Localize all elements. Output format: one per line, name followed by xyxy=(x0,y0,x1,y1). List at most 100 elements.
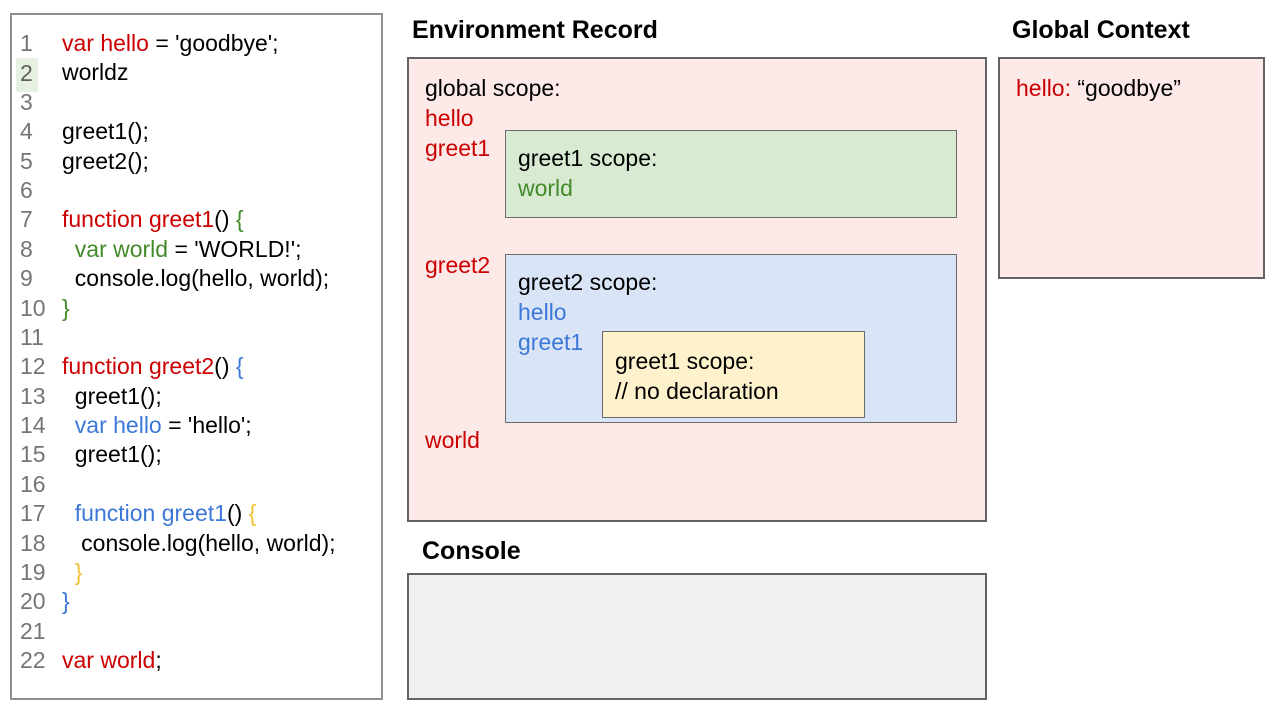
greet1-var-world: world xyxy=(518,175,573,201)
code-token: () xyxy=(226,500,249,527)
greet1-scope-label: greet1 scope: xyxy=(518,145,658,171)
line-number: 17 xyxy=(20,500,46,527)
code-text: greet1(); xyxy=(62,382,162,411)
code-token: { xyxy=(235,206,244,233)
code-token: function greet1 xyxy=(74,500,227,527)
code-line-17: 17 function greet1() { xyxy=(20,499,381,528)
code-line-16: 16 xyxy=(20,470,381,499)
code-token xyxy=(62,236,75,262)
inner-greet1-scope-comment: // no declaration xyxy=(615,378,779,404)
line-number: 10 xyxy=(20,294,46,321)
code-line-12: 12 function greet2() { xyxy=(20,352,381,381)
code-line-2: 2 worldz xyxy=(16,58,381,92)
code-token: = 'WORLD!'; xyxy=(168,235,302,262)
code-text: console.log(hello, world); xyxy=(62,264,329,293)
code-token: () xyxy=(214,353,236,380)
global-var-greet2: greet2 xyxy=(425,252,491,278)
line-number: 14 xyxy=(20,412,46,439)
global-var-world: world xyxy=(425,427,480,453)
code-line-11: 11 xyxy=(20,323,381,352)
code-line-9: 9 console.log(hello, world); xyxy=(20,264,381,293)
inner-greet1-scope-label: greet1 scope: xyxy=(615,348,755,374)
code-token: worldz xyxy=(62,59,129,86)
code-text: var world; xyxy=(62,646,162,675)
greet2-var-hello: hello xyxy=(518,299,567,325)
code-token xyxy=(62,412,75,438)
line-number: 19 xyxy=(20,559,46,586)
code-line-20: 20} xyxy=(20,587,381,616)
line-number: 7 xyxy=(20,206,33,233)
code-token: () xyxy=(214,206,236,233)
line-number: 13 xyxy=(20,382,46,409)
code-text: greet2(); xyxy=(62,147,149,176)
code-line-3: 3 xyxy=(20,88,381,117)
code-line-14: 14 var hello = 'hello'; xyxy=(20,411,381,440)
code-token: var hello xyxy=(74,412,162,439)
code-token: ; xyxy=(155,647,162,674)
code-token: } xyxy=(62,294,70,321)
code-token: console.log(hello, world); xyxy=(62,529,336,556)
code-token: } xyxy=(74,559,83,586)
code-line-7: 7 function greet1() { xyxy=(20,205,381,234)
line-number: 2 xyxy=(16,58,62,92)
code-token: console.log(hello, world); xyxy=(62,265,330,292)
code-line-6: 6 xyxy=(20,176,381,205)
line-number: 5 xyxy=(20,147,33,174)
code-line-4: 4 greet1(); xyxy=(20,117,381,146)
line-number: 16 xyxy=(20,470,46,497)
code-token: greet1(); xyxy=(62,382,162,409)
environment-record-title: Environment Record xyxy=(412,16,658,44)
line-number: 9 xyxy=(20,265,33,292)
inner-greet1-scope-box: greet1 scope: // no declaration xyxy=(602,331,865,418)
console-title: Console xyxy=(422,537,521,565)
line-number: 11 xyxy=(20,323,44,350)
code-line-15: 15 greet1(); xyxy=(20,440,381,469)
global-context-box: hello: “goodbye” xyxy=(998,57,1265,279)
line-number: 4 xyxy=(20,118,33,145)
code-text: function greet1() { xyxy=(62,499,257,528)
code-text: var hello = 'hello'; xyxy=(62,411,252,440)
global-context-entry-name: hello: xyxy=(1016,75,1071,101)
code-text: var world = 'WORLD!'; xyxy=(62,235,302,264)
global-var-greet1: greet1 xyxy=(425,135,491,161)
code-token: function greet1 xyxy=(62,206,215,233)
code-line-8: 8 var world = 'WORLD!'; xyxy=(20,235,381,264)
code-token: = 'goodbye'; xyxy=(148,30,279,56)
line-number-highlight: 2 xyxy=(16,58,38,92)
code-token: greet1(); xyxy=(62,118,149,145)
code-token: var world xyxy=(74,235,169,262)
code-text: greet1(); xyxy=(62,440,162,469)
code-text: function greet1() { xyxy=(62,205,244,234)
greet2-var-greet1: greet1 xyxy=(518,329,584,355)
code-text: } xyxy=(62,294,70,323)
line-number: 22 xyxy=(20,647,46,674)
global-context-title: Global Context xyxy=(1012,16,1190,44)
greet2-scope-box: greet2 scope: hello greet1 greet1 scope:… xyxy=(505,254,957,423)
line-number: 15 xyxy=(20,441,46,468)
global-context-entry: hello: “goodbye” xyxy=(1016,73,1263,103)
code-token: { xyxy=(248,500,257,527)
code-token: { xyxy=(235,353,244,380)
code-token: = 'hello'; xyxy=(161,412,252,439)
code-line-1: 1 var hello = 'goodbye'; xyxy=(20,29,381,58)
line-number: 6 xyxy=(20,176,33,203)
code-token xyxy=(62,500,75,526)
global-context-entry-value: “goodbye” xyxy=(1070,75,1181,101)
global-scope-box: global scope: hello greet1 greet1 scope:… xyxy=(407,57,987,522)
code-token: greet1(); xyxy=(62,441,162,468)
code-token: var world xyxy=(62,647,156,674)
line-number: 18 xyxy=(20,529,46,556)
code-text: } xyxy=(62,587,70,616)
code-text: var hello = 'goodbye'; xyxy=(62,29,279,58)
code-text: function greet2() { xyxy=(62,352,244,381)
code-text: greet1(); xyxy=(62,117,149,146)
code-text: worldz xyxy=(62,58,128,87)
line-number: 12 xyxy=(20,353,46,380)
line-number: 20 xyxy=(20,588,46,615)
line-number: 1 xyxy=(20,30,33,56)
code-text: } xyxy=(62,558,83,587)
code-token: var hello xyxy=(62,30,149,56)
code-line-22: 22 var world; xyxy=(20,646,381,675)
code-token: function greet2 xyxy=(62,353,215,380)
